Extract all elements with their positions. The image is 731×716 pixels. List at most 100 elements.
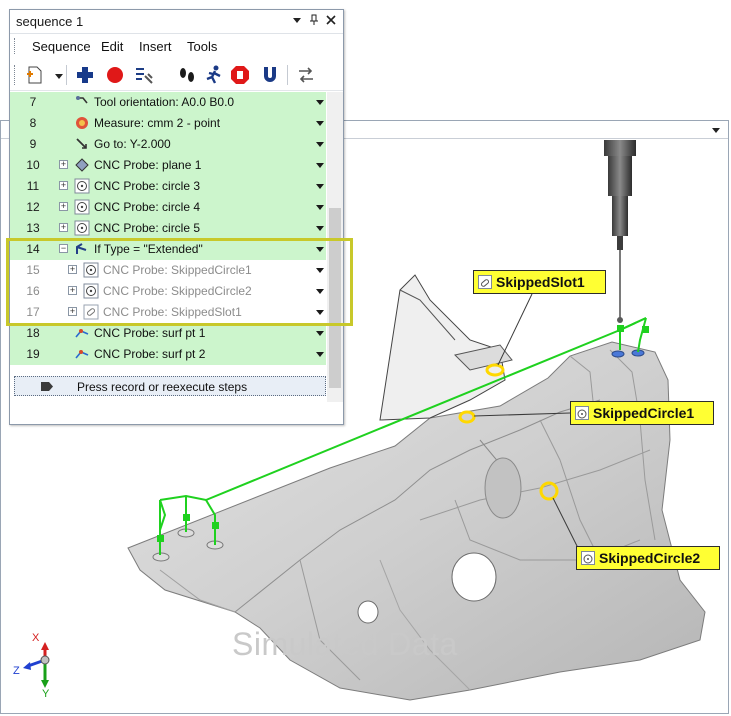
row-label: CNC Probe: SkippedCircle2: [103, 284, 252, 298]
stop-icon[interactable]: [229, 64, 251, 86]
row-label: If Type = "Extended": [94, 242, 203, 256]
row-dropdown-icon[interactable]: [316, 268, 324, 273]
row-label: CNC Probe: SkippedSlot1: [103, 305, 242, 319]
row-dropdown-icon[interactable]: [316, 247, 324, 252]
expand-toggle-icon[interactable]: +: [59, 201, 68, 211]
toolbar-grip[interactable]: [14, 65, 18, 85]
menu-tools[interactable]: Tools: [187, 39, 218, 54]
expand-toggle-icon[interactable]: +: [68, 264, 77, 274]
magnet-icon[interactable]: [259, 64, 281, 86]
row-number: 13: [26, 221, 40, 235]
sequence-row[interactable]: 11 + CNC Probe: circle 3: [10, 176, 326, 197]
row-label: CNC Probe: circle 4: [94, 200, 201, 214]
panel-menu-dropdown-icon[interactable]: [290, 14, 304, 28]
sequence-panel: sequence 1 Sequence Edit Insert Tools: [9, 9, 344, 425]
row-dropdown-icon[interactable]: [316, 163, 324, 168]
row-number: 19: [26, 347, 40, 361]
add-icon[interactable]: [74, 64, 96, 86]
row-number: 7: [29, 95, 37, 109]
surface-point-icon: [74, 346, 90, 362]
simulated-data-watermark: Simulated Data: [232, 626, 458, 662]
callout-leaders: [473, 293, 579, 549]
row-dropdown-icon[interactable]: [316, 100, 324, 105]
row-dropdown-icon[interactable]: [316, 352, 324, 357]
run-icon[interactable]: [203, 64, 225, 86]
step-list-icon[interactable]: [133, 64, 155, 86]
skipped-feature-markers: [458, 363, 559, 501]
expand-toggle-icon[interactable]: +: [59, 222, 68, 232]
circle-icon: [74, 199, 90, 215]
row-label: CNC Probe: surf pt 1: [94, 326, 206, 340]
callout-label: SkippedCircle2: [599, 550, 701, 566]
sequence-row[interactable]: 19 CNC Probe: surf pt 2: [10, 344, 326, 365]
row-dropdown-icon[interactable]: [316, 142, 324, 147]
part-body: [127, 274, 706, 701]
callout-skipped-circle-2[interactable]: SkippedCircle2: [576, 546, 720, 570]
row-dropdown-icon[interactable]: [316, 121, 324, 126]
sequence-row[interactable]: 12 + CNC Probe: circle 4: [10, 197, 326, 218]
callout-skipped-slot[interactable]: SkippedSlot1: [473, 270, 606, 294]
row-label: CNC Probe: circle 3: [94, 179, 201, 193]
row-label: CNC Probe: surf pt 2: [94, 347, 206, 361]
expand-toggle-icon[interactable]: −: [59, 243, 68, 253]
sequence-row[interactable]: 10+CNC Probe: plane 1: [10, 155, 326, 176]
probe-path: [159, 317, 647, 555]
callout-skipped-circle-1[interactable]: SkippedCircle1: [570, 401, 714, 425]
row-number: 10: [26, 158, 40, 172]
sequence-row[interactable]: 13+CNC Probe: circle 5: [10, 218, 326, 239]
row-dropdown-icon[interactable]: [316, 331, 324, 336]
row-dropdown-icon[interactable]: [316, 226, 324, 231]
expand-toggle-icon[interactable]: +: [68, 306, 77, 316]
sequence-row[interactable]: 17+CNC Probe: SkippedSlot1: [10, 302, 326, 323]
viewport-dropdown-icon[interactable]: [710, 124, 722, 136]
surface-point-icon: [74, 325, 90, 341]
tag-icon: [41, 382, 53, 391]
axis-triad: [23, 642, 50, 688]
row-dropdown-icon[interactable]: [316, 289, 324, 294]
vertical-scrollbar[interactable]: [327, 92, 343, 402]
sequence-toolbar: [10, 59, 343, 91]
menu-grip[interactable]: [14, 38, 18, 54]
row-dropdown-icon[interactable]: [316, 310, 324, 315]
circle-icon: [74, 220, 90, 236]
scrollbar-thumb[interactable]: [329, 208, 341, 388]
dropdown-icon[interactable]: [48, 64, 63, 86]
sequence-row[interactable]: 18 CNC Probe: surf pt 1: [10, 323, 326, 344]
swap-icon[interactable]: [295, 64, 317, 86]
slot-icon: [83, 304, 99, 320]
menu-edit[interactable]: Edit: [101, 39, 124, 54]
circle-icon: [83, 283, 99, 299]
row-number: 11: [26, 179, 40, 193]
sequence-row[interactable]: 15+CNC Probe: SkippedCircle1: [10, 260, 326, 281]
row-dropdown-icon[interactable]: [316, 205, 324, 210]
sequence-row[interactable]: 16+CNC Probe: SkippedCircle2: [10, 281, 326, 302]
record-hint-row[interactable]: Press record or reexecute steps: [14, 376, 326, 396]
goto-icon: [74, 136, 90, 152]
close-icon[interactable]: [324, 14, 338, 28]
circle-icon: [581, 551, 595, 565]
sequence-row[interactable]: 7 Tool orientation: A0.0 B0.0: [10, 92, 326, 113]
sequence-row[interactable]: 14 − If Type = "Extended": [10, 239, 326, 260]
row-number: 9: [29, 137, 37, 151]
row-number: 14: [26, 242, 40, 256]
expand-toggle-icon[interactable]: +: [59, 180, 68, 190]
run-steps-icon[interactable]: [176, 64, 198, 86]
expand-toggle-icon[interactable]: +: [59, 159, 68, 169]
menu-sequence[interactable]: Sequence: [32, 39, 91, 54]
row-dropdown-icon[interactable]: [316, 184, 324, 189]
plane-icon: [74, 157, 90, 173]
pin-icon[interactable]: [307, 14, 321, 28]
circle-icon: [74, 178, 90, 194]
menu-insert[interactable]: Insert: [139, 39, 172, 54]
record-icon[interactable]: [104, 64, 126, 86]
row-label: Tool orientation: A0.0 B0.0: [94, 95, 235, 109]
new-step-icon[interactable]: [24, 64, 46, 86]
expand-toggle-icon[interactable]: +: [68, 285, 77, 295]
record-hint-text: Press record or reexecute steps: [77, 380, 248, 394]
row-number: 18: [26, 326, 40, 340]
row-number: 12: [26, 200, 40, 214]
axis-x-label: X: [32, 632, 40, 644]
